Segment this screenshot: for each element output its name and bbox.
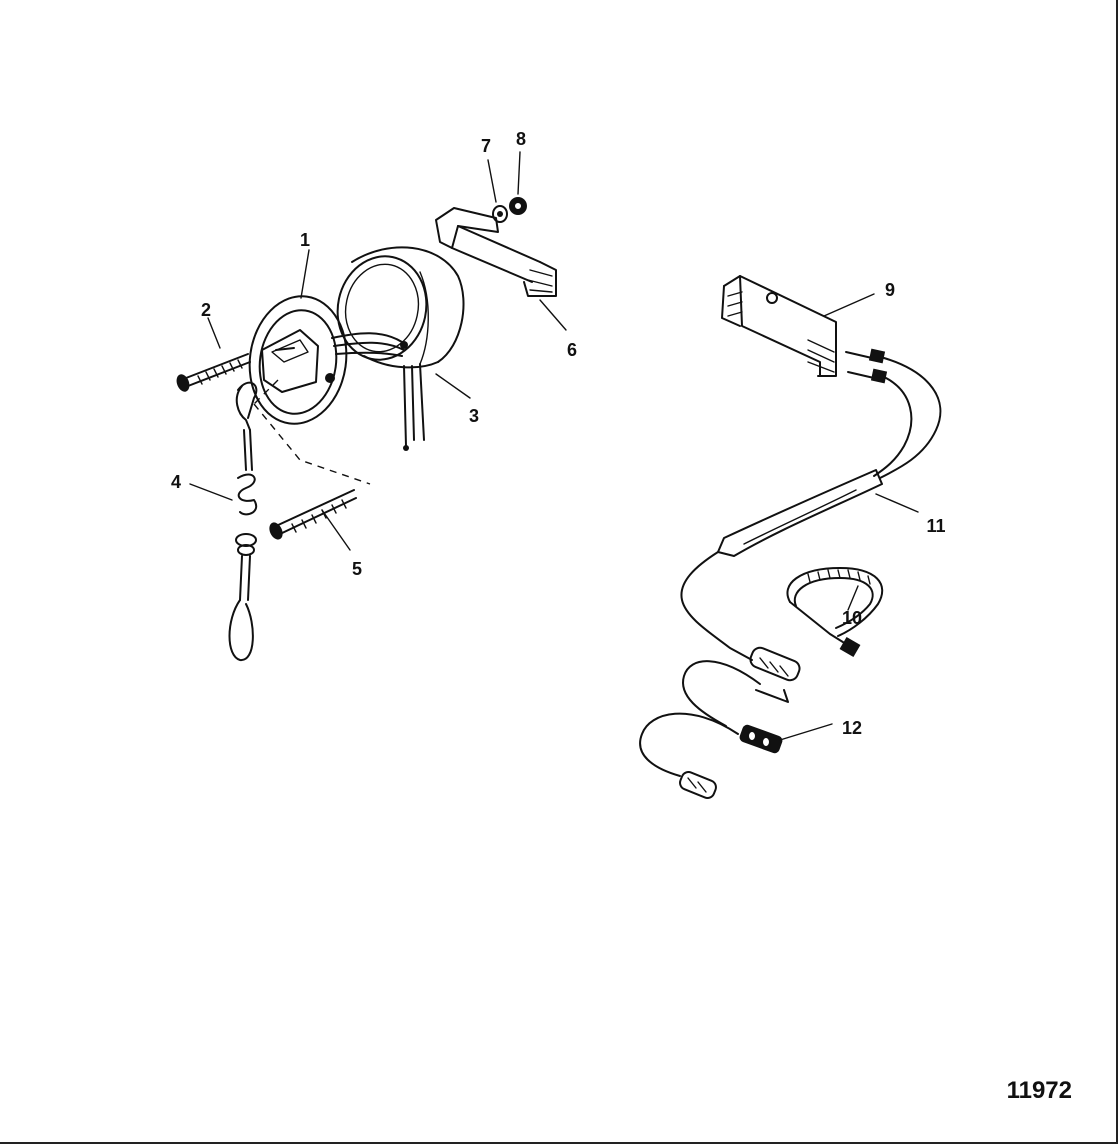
callout-2: 2 [201, 300, 211, 320]
part-11-sender-cable: 11 [680, 348, 946, 661]
part-6-mounting-bracket: 6 [435, 207, 577, 360]
callout-8: 8 [516, 129, 526, 149]
callout-9: 9 [885, 280, 895, 300]
callout-5: 5 [352, 559, 362, 579]
part-9-transducer-bracket: 9 [721, 275, 895, 377]
part-10-cable-tie: 10 [786, 567, 884, 658]
callout-10: 10 [842, 608, 862, 628]
alignment-line [253, 403, 371, 485]
part-8-nut: 8 [509, 129, 527, 215]
part-5-screw: 5 [269, 489, 362, 579]
callout-3: 3 [469, 406, 479, 426]
callout-11: 11 [926, 516, 945, 536]
part-7-washer: 7 [481, 136, 508, 223]
part-3-mounting-housing: 3 [336, 246, 479, 451]
callout-6: 6 [567, 340, 577, 360]
part-12-connector-harness: 12 [639, 646, 862, 799]
callout-1: 1 [300, 230, 310, 250]
part-1-gauge-bezel: 1 [248, 230, 408, 425]
part-4-lanyard: 4 [171, 381, 258, 661]
callout-4: 4 [171, 472, 181, 492]
callout-7: 7 [481, 136, 491, 156]
callout-12: 12 [842, 718, 862, 738]
figure-number: 11972 [1007, 1077, 1072, 1104]
part-2-screw: 2 [176, 300, 251, 392]
